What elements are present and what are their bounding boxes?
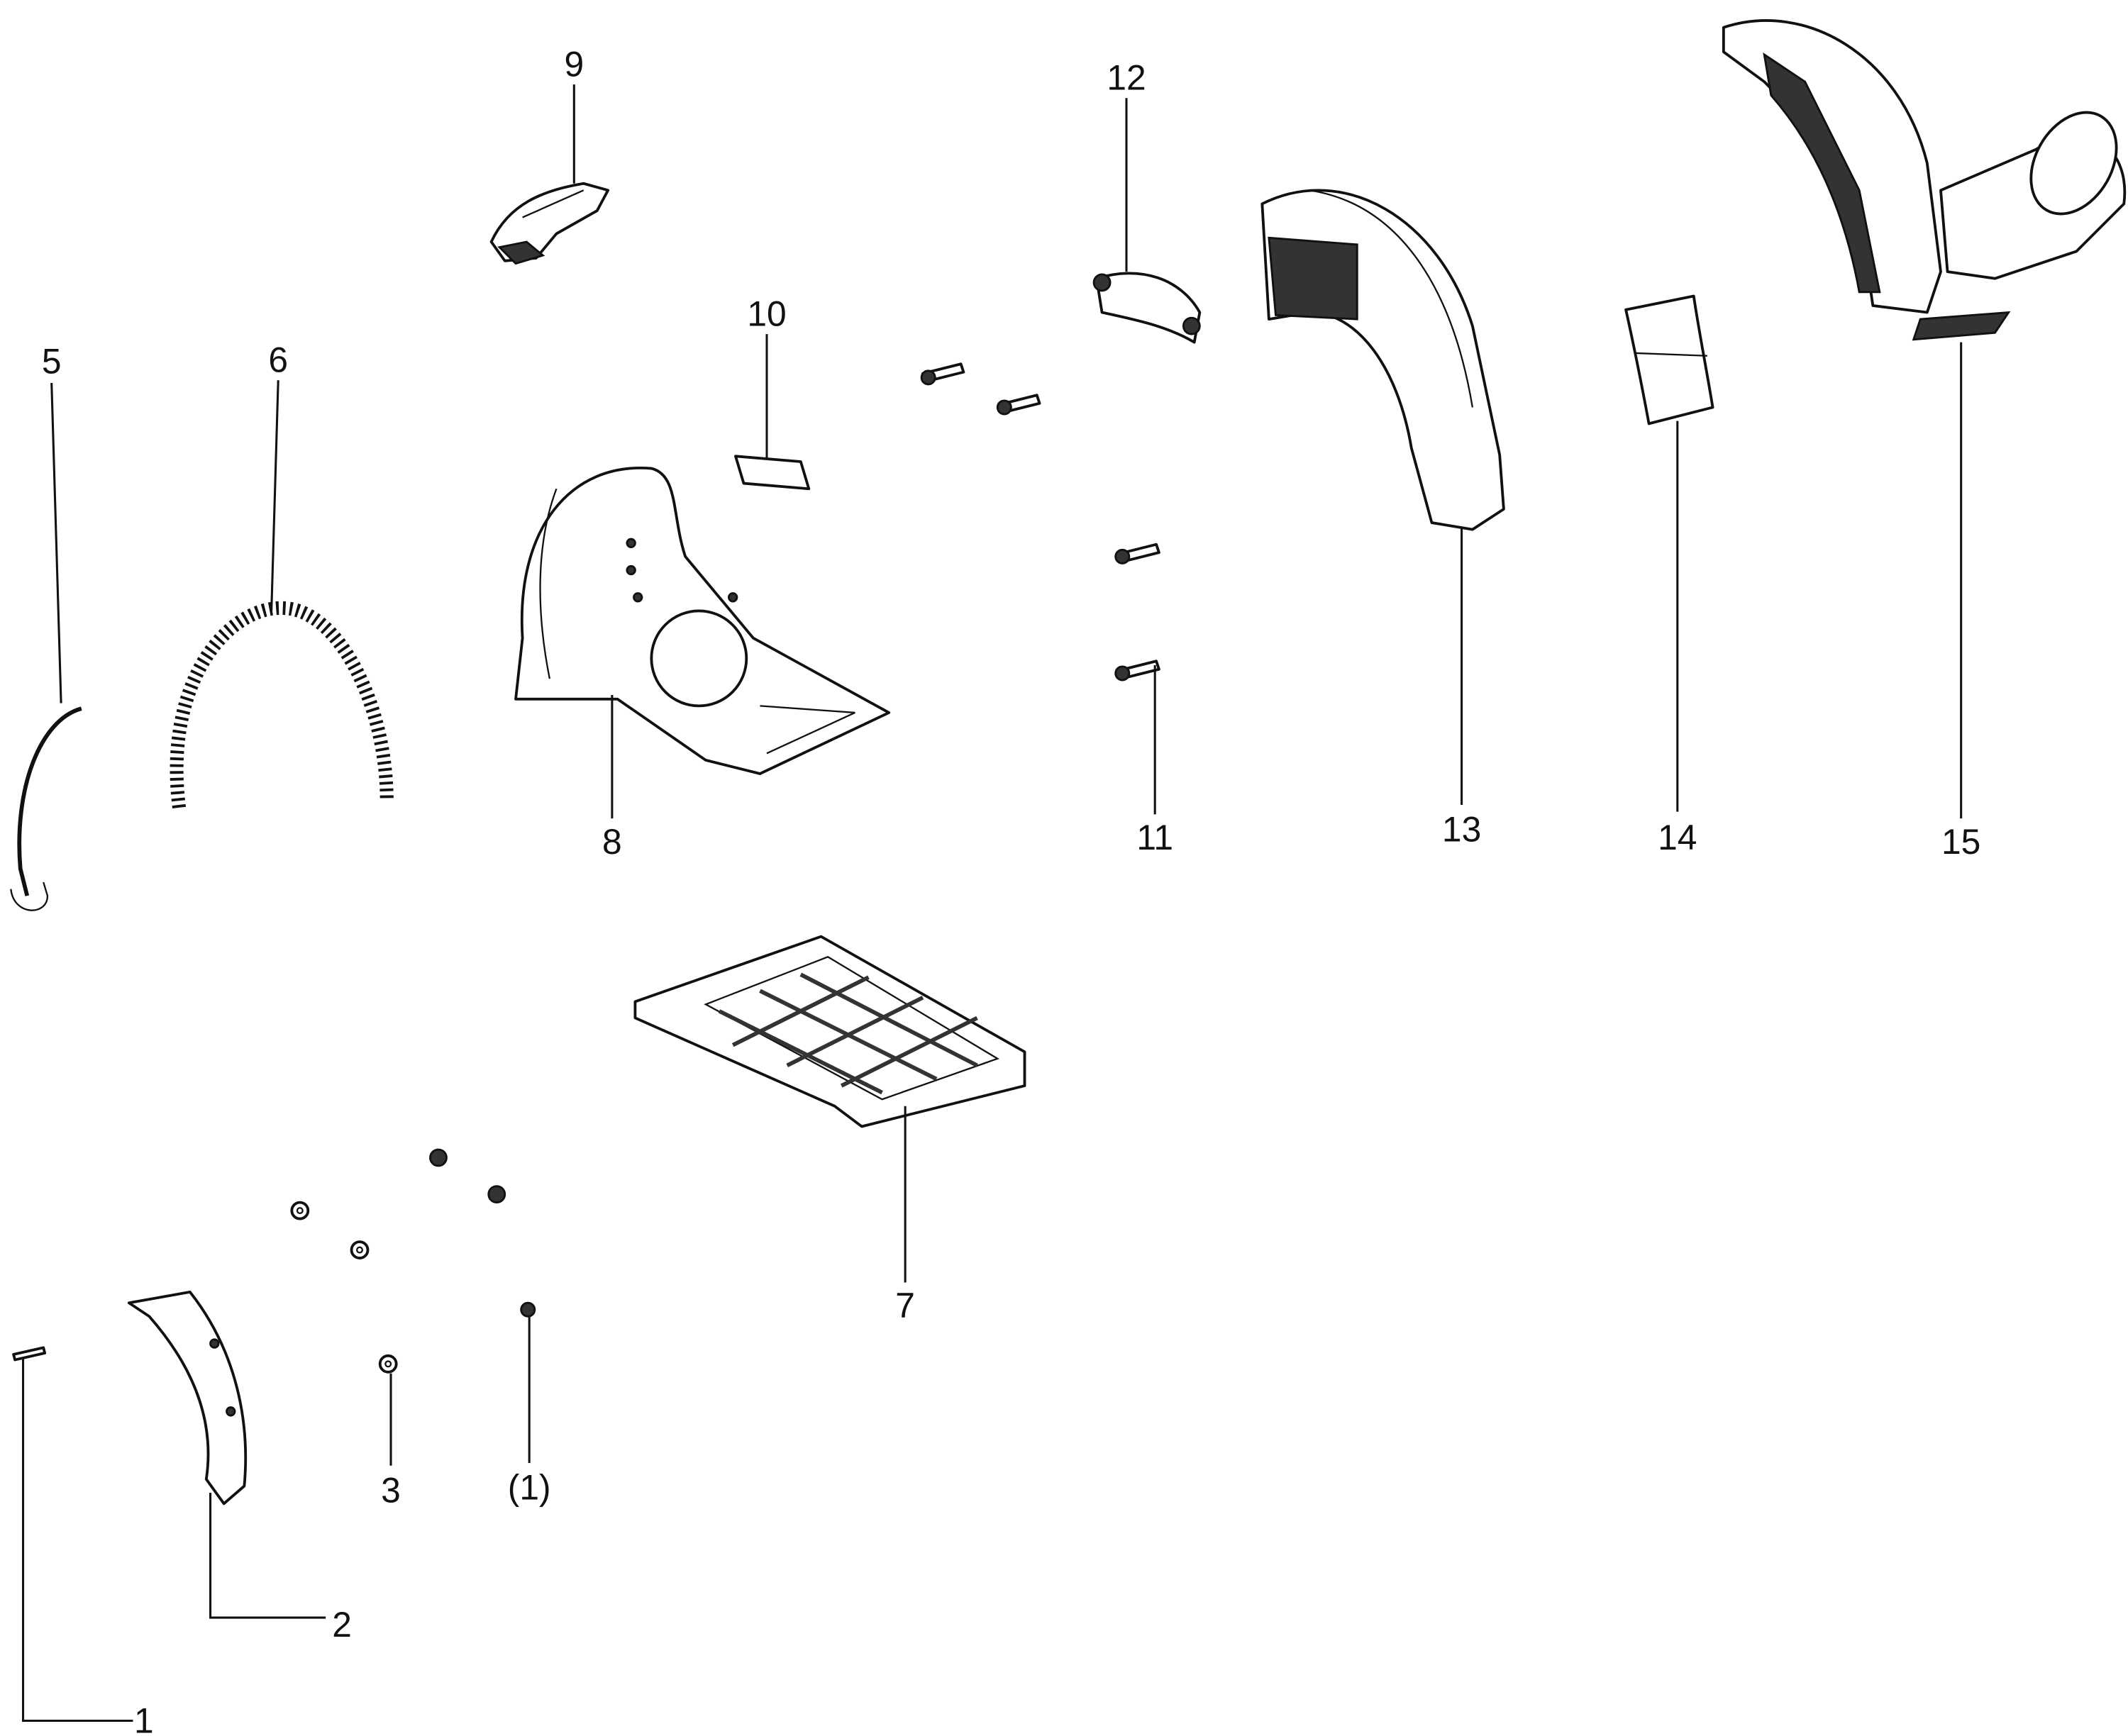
- part-7-base-plate: [633, 935, 1026, 1128]
- label-11: 11: [1136, 818, 1173, 857]
- label-6: 6: [268, 340, 288, 380]
- part-8-lower-guard: [514, 466, 891, 775]
- part-9-lever: [489, 182, 610, 265]
- part-13-upper-guard: [1260, 189, 1505, 531]
- label-1: 1: [134, 1701, 154, 1736]
- leader-lines: [21, 84, 1963, 1723]
- label-13: 13: [1442, 810, 1481, 850]
- fasteners-group: [12, 1148, 536, 1374]
- label-2: 2: [332, 1605, 352, 1645]
- label-5: 5: [42, 342, 62, 382]
- part-14-deflector: [1624, 294, 1714, 425]
- label-7: 7: [895, 1286, 915, 1325]
- part-2-arc-strip: [127, 1290, 248, 1506]
- part-15-guard-dust-port: [1722, 19, 2127, 341]
- screws-group-11: [920, 362, 1160, 681]
- label-3: 3: [381, 1470, 401, 1510]
- label-14: 14: [1658, 818, 1697, 857]
- label-8: 8: [602, 822, 622, 862]
- part-12-cover: [1092, 272, 1202, 344]
- label-1-ref: (1): [508, 1468, 551, 1508]
- label-10: 10: [747, 294, 786, 334]
- label-12: 12: [1107, 58, 1146, 98]
- label-9: 9: [564, 45, 584, 84]
- part-6-spring: [170, 601, 394, 809]
- part-5-cable: [10, 706, 82, 911]
- part-10-plate: [734, 455, 811, 491]
- label-15: 15: [1941, 822, 1980, 862]
